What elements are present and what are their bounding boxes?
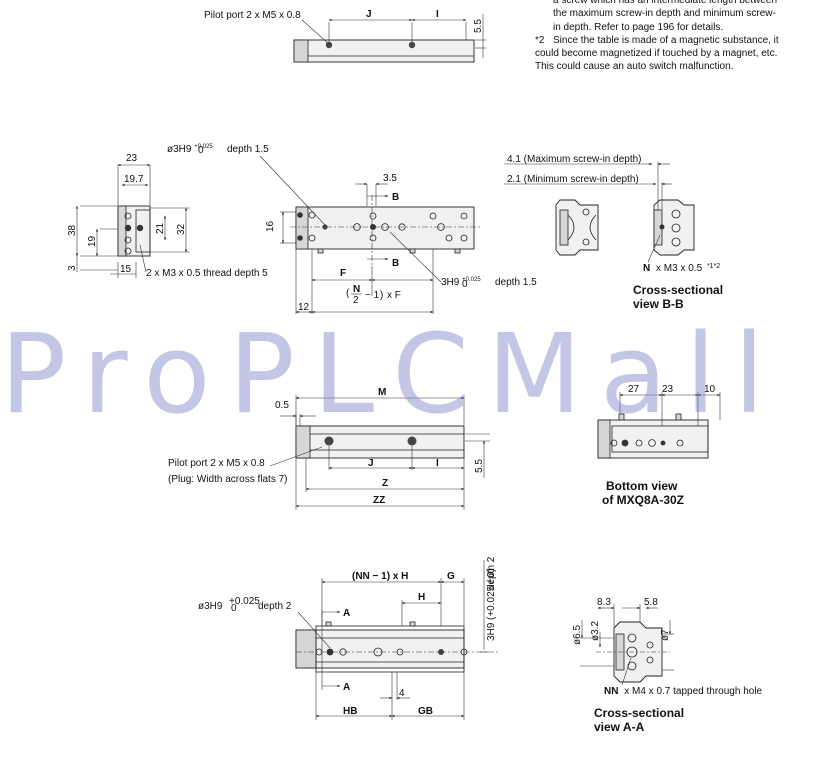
dim-38: 38 — [67, 224, 78, 236]
dim-27: 27 — [628, 384, 640, 395]
bottom-view: 27 23 10 Bottom view of MXQ8A-30Z — [597, 384, 721, 507]
depth2-label: 3H9 — [486, 622, 497, 641]
note-1: a screw which has an intermediate length… — [553, 0, 778, 33]
lower-hole-suffix: depth 2 — [258, 601, 292, 612]
caption-a-a-1: Cross-sectional — [594, 706, 684, 720]
pilot-port-label: Pilot port 2 x M5 x 0.8 — [204, 10, 301, 21]
dim-23: 23 — [126, 153, 138, 164]
top-view: J I 5.5 Pilot port 2 x M5 x 0.8 — [204, 9, 486, 63]
formula-minus-one: − 1 — [365, 290, 380, 301]
svg-text:N x M3 x 0.5 *1*2: N x M3 x 0.5 *1*2 — [643, 263, 720, 274]
lower-view: (NN − 1) x H G H A A ø3H9 +0.025 0 depth… — [198, 556, 500, 720]
formula-2: 2 — [353, 295, 359, 306]
dim-8-3: 8.3 — [597, 597, 611, 608]
caption-bottom-2: of MXQ8A-30Z — [602, 493, 684, 507]
lower-hole-tol-bottom: 0 — [231, 603, 237, 614]
svg-text:3H9 +0.025: 3H9 +0.025 — [441, 277, 481, 288]
section-view-a-a: 8.3 5.8 ø6.5 ø3.2 ø7 NN x M4 x 0.7 tappe… — [572, 597, 763, 734]
caption-a-a-2: view A-A — [594, 720, 645, 734]
note-2-marker: *2 — [535, 34, 545, 46]
dim-3-5: 3.5 — [383, 173, 397, 184]
max-screw-in-depth: 4.1 (Maximum screw-in depth) — [507, 154, 641, 165]
dim-16: 16 — [265, 220, 276, 232]
pilot-port-label-2: Pilot port 2 x M5 x 0.8 — [168, 458, 265, 469]
hole-tol-bottom: 0 — [198, 145, 204, 156]
dim-gb: GB — [418, 706, 433, 717]
dim-3-2: ø3.2 — [590, 621, 601, 641]
dim-h: H — [418, 592, 425, 603]
dim-4: 4 — [399, 688, 405, 699]
dim-i-2: I — [436, 458, 439, 469]
dim-zz: ZZ — [373, 495, 385, 506]
hole-tol-top: +0.025 — [194, 144, 213, 150]
dim-5-5: 5.5 — [473, 19, 484, 33]
formula-xf: x F — [387, 290, 401, 301]
front-view: M 0.5 Pilot port 2 x M5 x 0.8 (Plug: Wid… — [168, 387, 490, 510]
dim-12: 12 — [298, 302, 310, 313]
dim-j: J — [366, 9, 372, 20]
dim-32: 32 — [176, 223, 187, 235]
section-view-b-b: 4.1 (Maximum screw-in depth) 2.1 (Minimu… — [504, 154, 723, 311]
dim-m: M — [378, 387, 386, 398]
hole2-tol-bottom: 0 — [462, 279, 468, 290]
thread-label: 2 x M3 x 0.5 thread depth 5 — [146, 268, 268, 279]
dim-23-b: 23 — [662, 384, 674, 395]
dim-z: Z — [382, 478, 388, 489]
hole2-tol-top: +0.025 — [462, 277, 481, 283]
nn-prefix: NN — [604, 686, 618, 697]
min-screw-in-depth: 2.1 (Minimum screw-in depth) — [507, 174, 639, 185]
port-hole — [408, 41, 416, 49]
dim-21: 21 — [155, 222, 166, 234]
plug-label: (Plug: Width across flats 7) — [168, 474, 287, 485]
n-thread: x M3 x 0.5 — [656, 263, 703, 274]
end-view: 38 19 3 23 19.7 21 32 15 2 x M3 x 0.5 th… — [67, 153, 268, 279]
dim-3: 3 — [67, 265, 78, 271]
depth2-suffix: depth 2 — [486, 556, 497, 590]
depth2-tol: (+0.025 / 0) — [486, 569, 497, 620]
section-b-top: B — [392, 192, 399, 203]
watermark: ProPLCMall — [0, 310, 782, 438]
dim-15: 15 — [120, 264, 132, 275]
lower-hole-prefix: ø3H9 — [198, 601, 223, 612]
lower-hole-tol-top: +0.025 — [229, 596, 260, 607]
dim-5-8: 5.8 — [644, 597, 658, 608]
section-a-top: A — [343, 608, 350, 619]
n-marks: *1*2 — [707, 263, 720, 270]
dim-10: 10 — [704, 384, 716, 395]
svg-text:NN x M4 x 0.7 tapped thr: NN x M4 x 0.7 tapped through hole — [604, 686, 763, 697]
hole-label-suffix: depth 1.5 — [227, 144, 269, 155]
caption-bottom-1: Bottom view — [606, 479, 678, 493]
dim-hb: HB — [343, 706, 357, 717]
dim-0-5: 0.5 — [275, 400, 289, 411]
notes-block: a screw which has an intermediate length… — [535, 0, 781, 74]
formula-close-paren: ) — [380, 290, 383, 301]
port-hole — [325, 41, 333, 49]
hole2-suffix: depth 1.5 — [495, 277, 537, 288]
nn-thread: x M4 x 0.7 tapped through hole — [624, 686, 762, 697]
dim-j-2: J — [368, 458, 374, 469]
dim-6-5: ø6.5 — [572, 625, 583, 645]
caption-b-b-2: view B-B — [633, 297, 684, 311]
note-2-text: Since the table is made of a magnetic su… — [535, 34, 779, 73]
dim-7: ø7 — [660, 629, 671, 641]
dim-i: I — [436, 9, 439, 20]
dim-5-5-2: 5.5 — [474, 459, 485, 473]
dim-19-7: 19.7 — [124, 174, 144, 185]
dim-nn-h: (NN − 1) x H — [352, 571, 408, 582]
formula-open-paren: ( — [346, 288, 350, 299]
svg-text:ø3H9 +0.025: ø3H9 +0.025 — [167, 144, 213, 155]
caption-b-b-1: Cross-sectional — [633, 283, 723, 297]
section-a-bottom: A — [343, 682, 350, 693]
formula-n: N — [353, 284, 360, 295]
n-prefix: N — [643, 263, 650, 274]
dim-19: 19 — [87, 235, 98, 247]
hole2-prefix: 3H9 — [441, 277, 460, 288]
dim-g: G — [447, 571, 455, 582]
section-b-bottom: B — [392, 258, 399, 269]
hole-label-prefix: ø3H9 — [167, 144, 192, 155]
dim-f: F — [340, 268, 346, 279]
side-view: 3.5 B B 16 F 12 ( N 2 − 1 ) x F ø3H9 +0.… — [167, 144, 537, 314]
